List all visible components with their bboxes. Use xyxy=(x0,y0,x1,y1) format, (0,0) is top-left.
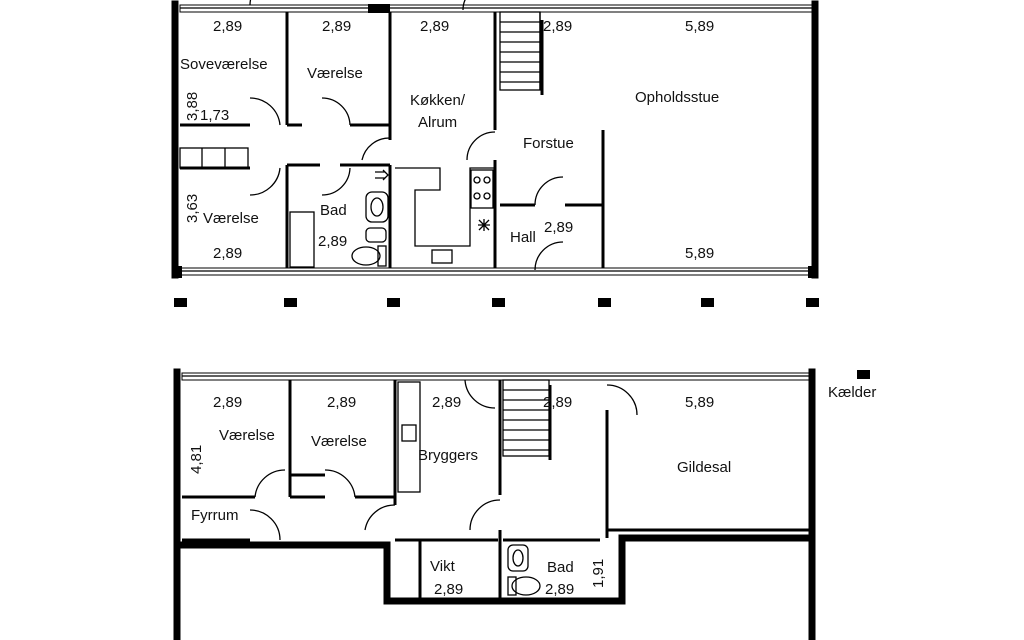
dimension-label: 2,89 xyxy=(322,18,351,35)
dimension-label: 2,89 xyxy=(543,394,572,411)
room-label-fyrrum: Fyrrum xyxy=(191,507,239,524)
room-label-bad: Bad xyxy=(320,202,347,219)
room-label-sovevaerelse: Soveværelse xyxy=(180,56,268,73)
basement-floor: Kælder Værelse Værelse Bryggers Gildesal… xyxy=(173,368,876,640)
room-label-bad: Bad xyxy=(547,559,574,576)
dimension-label: 5,89 xyxy=(685,394,714,411)
room-label-gildesal: Gildesal xyxy=(677,459,731,476)
bath-sink xyxy=(365,191,389,223)
dimension-label: 4,81 xyxy=(188,445,205,474)
dimension-label: 1,91 xyxy=(590,559,607,588)
room-label-bryggers: Bryggers xyxy=(418,447,478,464)
pillar-markers xyxy=(174,298,819,307)
utility-counter xyxy=(397,381,421,493)
toilet xyxy=(351,246,381,266)
room-label-vaerelse-2: Værelse xyxy=(311,433,367,450)
room-label-hall: Hall xyxy=(510,229,536,246)
door-swing xyxy=(249,97,281,126)
dimension-label: 2,89 xyxy=(213,18,242,35)
room-label-opholdsstue: Opholdsstue xyxy=(635,89,719,106)
dimension-label: 2,89 xyxy=(432,394,461,411)
kitchen-counter xyxy=(395,167,495,247)
room-label-vikt: Vikt xyxy=(430,558,456,575)
basement-label: Kælder xyxy=(828,384,876,401)
room-label-vaerelse: Værelse xyxy=(307,65,363,82)
bathtub xyxy=(289,211,315,268)
dimension-label: 2,89 xyxy=(544,219,573,236)
kaelder-marker xyxy=(857,370,870,379)
fan-icon xyxy=(478,219,490,231)
dimension-label: 5,89 xyxy=(685,18,714,35)
dimension-label: 2,89 xyxy=(543,18,572,35)
dimension-label: 2,89 xyxy=(434,581,463,598)
dimension-label: 2,89 xyxy=(213,394,242,411)
closet xyxy=(179,147,249,169)
utility-sink xyxy=(401,424,417,442)
room-label-alrum: Alrum xyxy=(418,114,457,131)
ground-floor: Soveværelse Værelse Køkken/ Alrum Ophold… xyxy=(171,0,819,279)
dimension-label: 3,88 xyxy=(184,92,201,121)
stove xyxy=(470,169,494,209)
dimension-label: 2,89 xyxy=(545,581,574,598)
dimension-label: 1,73 xyxy=(200,107,229,124)
ground-staircase xyxy=(499,11,544,95)
dimension-label: 2,89 xyxy=(327,394,356,411)
dimension-label: 2,89 xyxy=(213,245,242,262)
toilet xyxy=(511,576,541,596)
kitchen-sink xyxy=(431,249,453,264)
basement-staircase xyxy=(502,379,552,460)
room-label-vaerelse: Værelse xyxy=(219,427,275,444)
room-label-vaerelse-2: Værelse xyxy=(203,210,259,227)
room-label-forstue: Forstue xyxy=(523,135,574,152)
dimension-label: 3,63 xyxy=(184,194,201,223)
dimension-label: 2,89 xyxy=(318,233,347,250)
room-label-koekken: Køkken/ xyxy=(410,92,466,109)
bath-sink xyxy=(507,544,529,572)
dimension-label: 5,89 xyxy=(685,245,714,262)
dimension-label: 2,89 xyxy=(420,18,449,35)
